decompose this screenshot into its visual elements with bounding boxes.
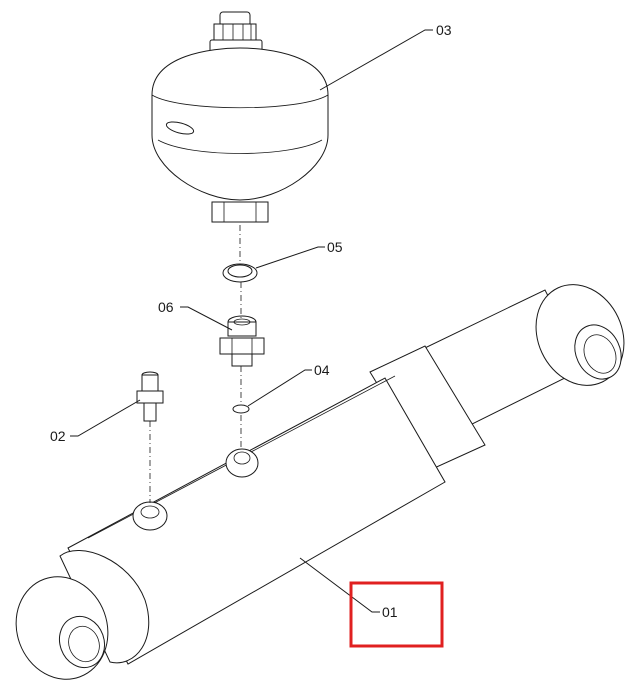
callout-04: 04 [314, 362, 330, 378]
callout-03: 03 [436, 22, 452, 38]
cylinder-part-01 [15, 284, 625, 680]
callout-01: 01 [382, 604, 398, 620]
accumulator-part-03 [151, 11, 329, 223]
o-ring-part-04 [232, 404, 250, 414]
seal-ring-part-05 [222, 263, 258, 283]
center-lines [149, 225, 242, 503]
adapter-fitting-part-06 [219, 315, 265, 367]
highlight-box [349, 581, 444, 648]
callout-06: 06 [158, 299, 174, 315]
bleed-nipple-part-02 [136, 371, 164, 422]
callout-02: 02 [50, 428, 66, 444]
callout-05: 05 [327, 239, 343, 255]
leader-lines [70, 29, 433, 613]
